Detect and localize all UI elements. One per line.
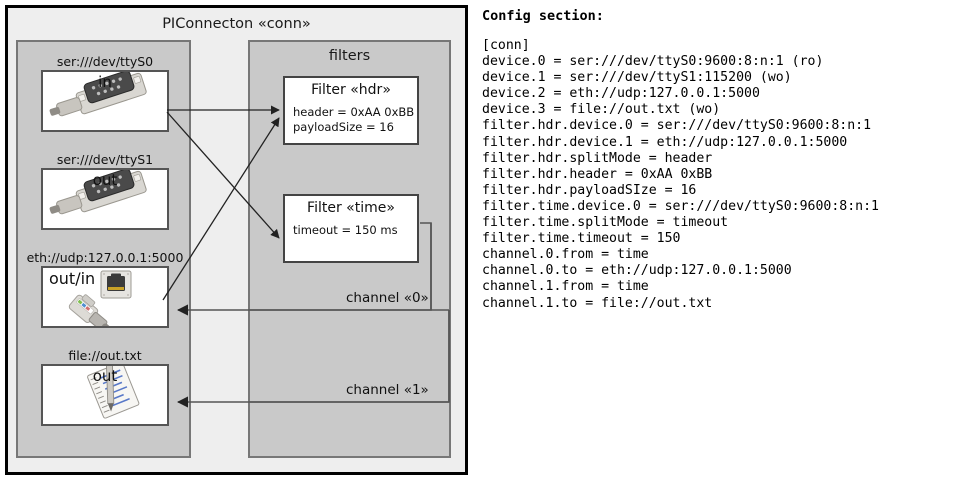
ethernet-jack-icon xyxy=(43,268,167,326)
device-direction: out xyxy=(92,171,118,189)
devices-panel: ser:///dev/ttyS0 in xyxy=(16,40,191,458)
filter-time-card[interactable]: Filter «time» timeout = 150 ms xyxy=(283,194,419,263)
config-section: Config section: [conn] device.0 = ser://… xyxy=(482,0,960,484)
filters-panel: filters Filter «hdr» header = 0xAA 0xBB … xyxy=(248,40,451,458)
filters-panel-title: filters xyxy=(328,48,371,64)
device-ser-ttys0[interactable]: ser:///dev/ttyS0 in xyxy=(41,54,169,132)
device-card[interactable]: out/in xyxy=(41,266,169,328)
serial-port-icon xyxy=(43,72,167,130)
device-file-out-txt[interactable]: file://out.txt out xyxy=(41,348,169,426)
device-label: file://out.txt xyxy=(68,348,142,363)
component-title: PIConnecton «conn» xyxy=(162,16,311,32)
filter-hdr-card[interactable]: Filter «hdr» header = 0xAA 0xBB payloadS… xyxy=(283,76,419,145)
device-direction: out xyxy=(92,367,118,385)
device-label: ser:///dev/ttyS1 xyxy=(56,152,154,167)
config-text: [conn] device.0 = ser:///dev/ttyS0:9600:… xyxy=(482,38,879,311)
channel-1-label: channel «1» xyxy=(346,382,429,398)
device-direction: in xyxy=(98,73,112,91)
device-direction: out/in xyxy=(49,269,96,288)
device-card[interactable]: out xyxy=(41,168,169,230)
device-label: ser:///dev/ttyS0 xyxy=(56,54,154,69)
text-document-icon xyxy=(43,366,167,424)
channel-0-label: channel «0» xyxy=(346,290,429,306)
device-eth-udp[interactable]: eth://udp:127.0.0.1:5000 out/in xyxy=(27,250,183,328)
filter-title: Filter «hdr» xyxy=(311,82,391,98)
device-card[interactable]: in xyxy=(41,70,169,132)
config-heading: Config section: xyxy=(482,8,604,24)
device-card[interactable]: out xyxy=(41,364,169,426)
filter-properties: header = 0xAA 0xBB payloadSize = 16 xyxy=(293,105,415,134)
filter-properties: timeout = 150 ms xyxy=(293,223,398,237)
serial-port-icon xyxy=(43,170,167,228)
device-label: eth://udp:127.0.0.1:5000 xyxy=(26,250,184,265)
device-ser-ttys1[interactable]: ser:///dev/ttyS1 out xyxy=(41,152,169,230)
filter-title: Filter «time» xyxy=(307,200,395,216)
